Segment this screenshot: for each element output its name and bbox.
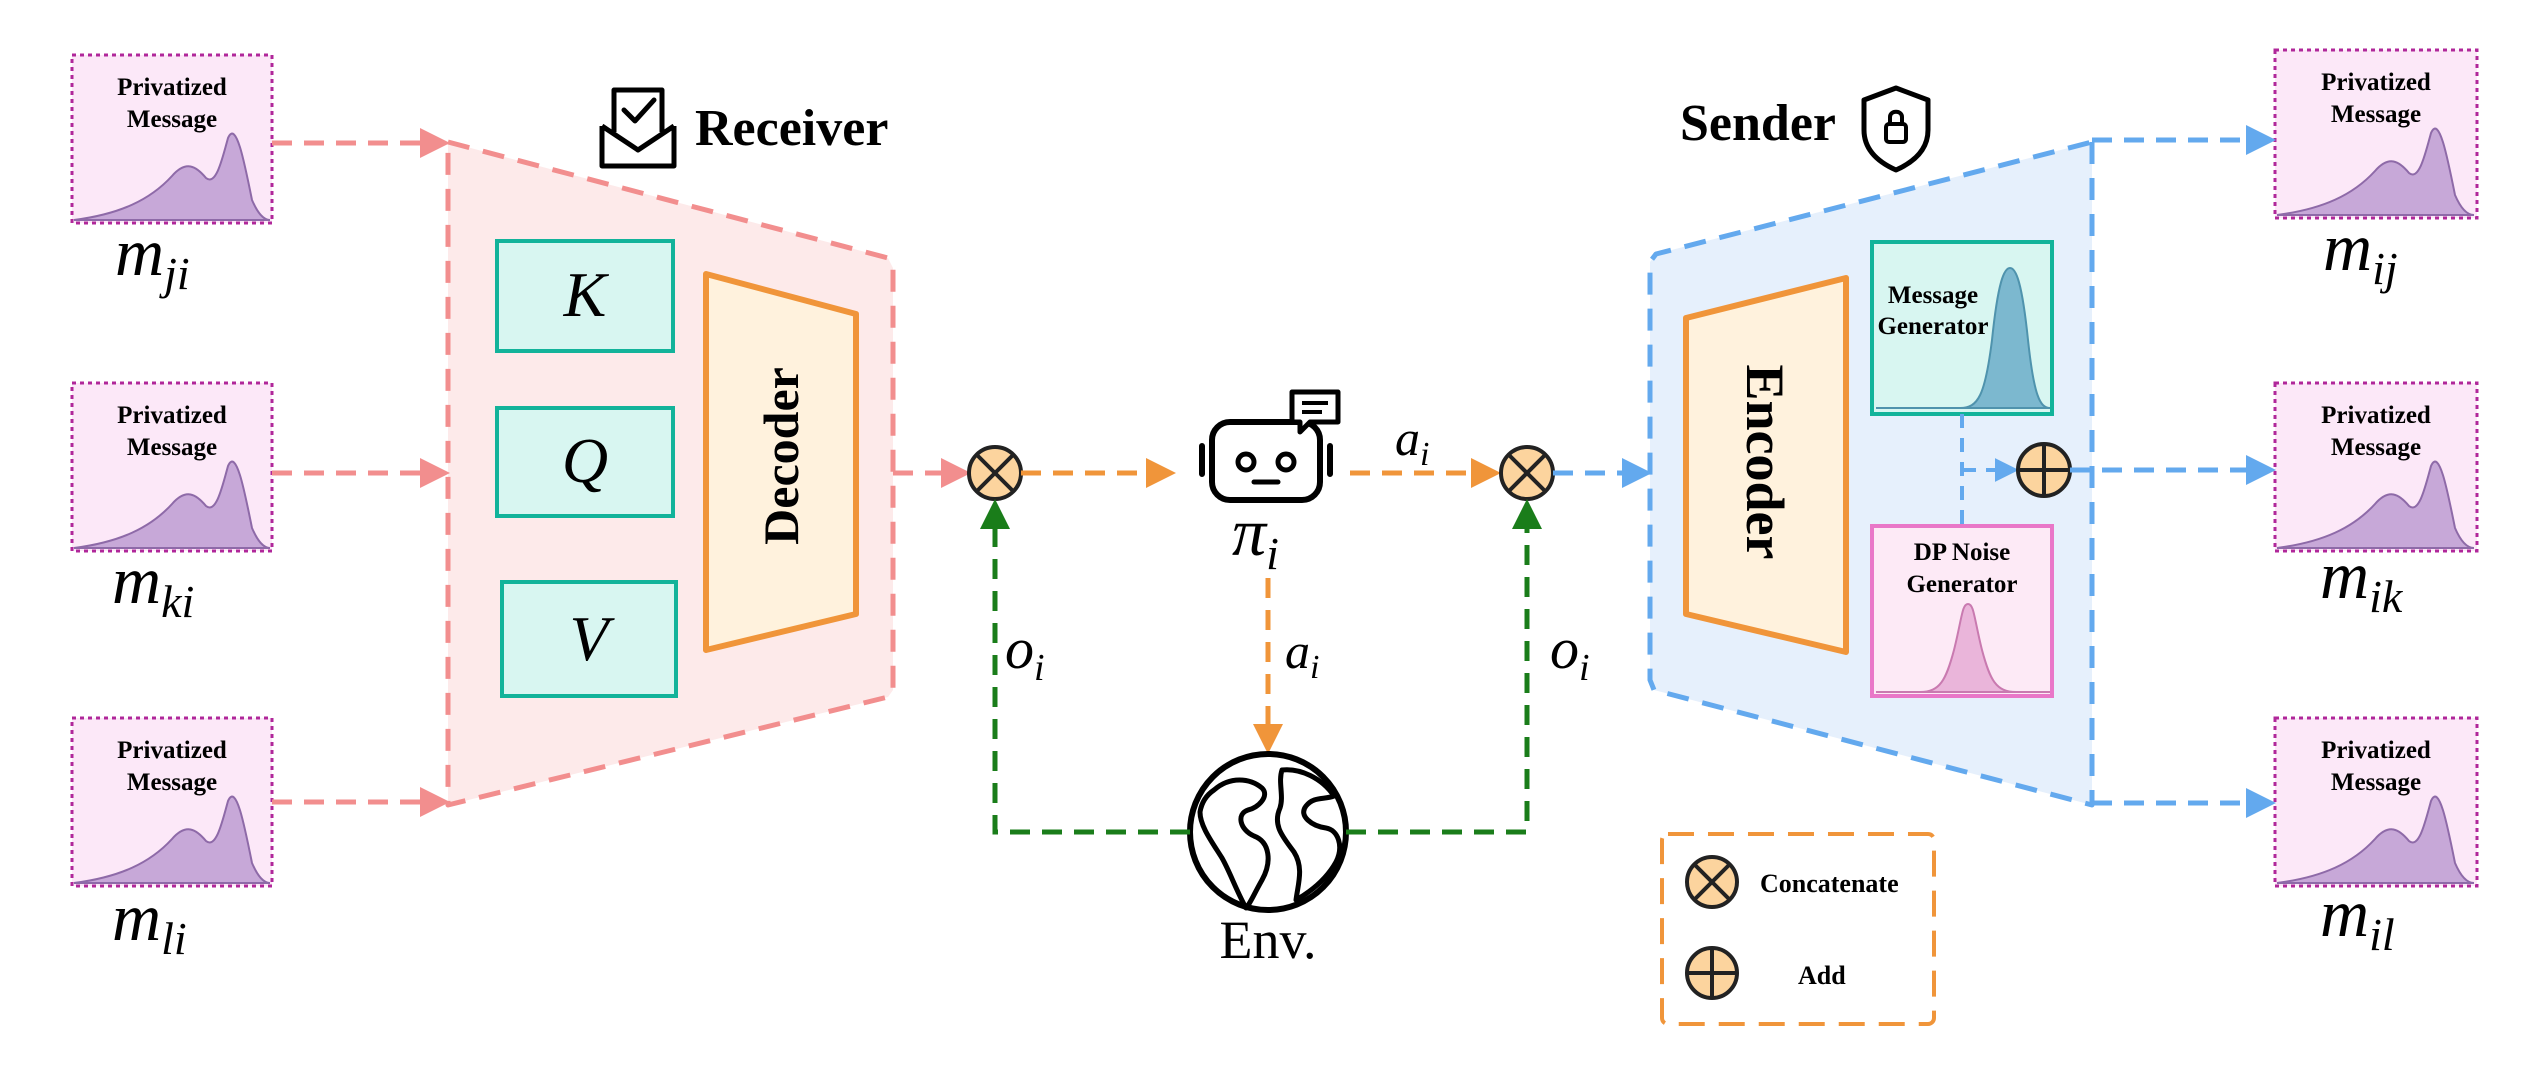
observation-arrow-left bbox=[980, 499, 1190, 835]
concatenate-operator-left bbox=[967, 445, 1023, 501]
svg-text:K: K bbox=[563, 259, 610, 330]
svg-text:Privatized: Privatized bbox=[2321, 402, 2431, 429]
svg-text:Message: Message bbox=[1888, 282, 1978, 309]
svg-text:Privatized: Privatized bbox=[2321, 69, 2431, 96]
message-generator-box: Message Generator bbox=[1870, 240, 2054, 416]
outgoing-label-1: mij bbox=[2323, 209, 2398, 294]
sender-module: Encoder Message Generator DP Noise Gener… bbox=[1647, 139, 2095, 808]
svg-text:Privatized: Privatized bbox=[117, 74, 227, 101]
outgoing-message-2: Privatized Message bbox=[2273, 381, 2479, 553]
concatenate-operator-right bbox=[1499, 445, 1555, 501]
svg-text:Generator: Generator bbox=[1877, 313, 1988, 340]
incoming-message-2: Privatized Message bbox=[70, 381, 274, 553]
incoming-label-3: mli bbox=[112, 879, 187, 964]
svg-text:Decoder: Decoder bbox=[753, 367, 809, 545]
shield-lock-icon bbox=[1861, 85, 1931, 173]
add-operator bbox=[2016, 442, 2072, 498]
incoming-message-3: Privatized Message bbox=[70, 716, 274, 888]
incoming-label-1: mji bbox=[115, 214, 190, 299]
envelope-check-icon bbox=[599, 87, 677, 169]
encoder-block: Encoder bbox=[1683, 275, 1849, 655]
observation-label-right: oi bbox=[1550, 616, 1590, 689]
policy-label: πi bbox=[1232, 494, 1279, 579]
svg-text:Privatized: Privatized bbox=[117, 402, 227, 429]
observation-label-left: oi bbox=[1005, 616, 1045, 689]
legend-concatenate-symbol bbox=[1685, 855, 1739, 909]
globe-icon bbox=[1187, 751, 1349, 913]
svg-text:Encoder: Encoder bbox=[1735, 365, 1795, 560]
svg-text:Privatized: Privatized bbox=[2321, 737, 2431, 764]
incoming-label-2: mki bbox=[112, 542, 194, 627]
decoder-block: Decoder bbox=[703, 271, 859, 653]
query-box: Q bbox=[495, 406, 675, 518]
svg-text:Message: Message bbox=[127, 434, 217, 461]
svg-text:Q: Q bbox=[562, 425, 608, 496]
action-label-top: ai bbox=[1395, 410, 1429, 473]
outgoing-label-3: mil bbox=[2320, 875, 2395, 960]
legend: Concatenate Add bbox=[1660, 832, 1936, 1026]
legend-add-symbol bbox=[1685, 946, 1739, 1000]
legend-add-label: Add bbox=[1798, 961, 1846, 990]
svg-text:Message: Message bbox=[2331, 101, 2421, 128]
observation-arrow-right bbox=[1346, 499, 1542, 835]
outgoing-message-3: Privatized Message bbox=[2273, 716, 2479, 888]
svg-text:Privatized: Privatized bbox=[117, 737, 227, 764]
svg-text:Message: Message bbox=[127, 769, 217, 796]
outgoing-label-2: mik bbox=[2320, 537, 2404, 622]
value-box: V bbox=[500, 580, 678, 698]
incoming-message-1: Privatized Message bbox=[70, 53, 274, 225]
env-label: Env. bbox=[1220, 910, 1317, 970]
outgoing-message-1: Privatized Message bbox=[2273, 48, 2479, 220]
sender-title: Sender bbox=[1680, 95, 1836, 152]
action-label-env: ai bbox=[1285, 623, 1319, 686]
svg-text:DP Noise: DP Noise bbox=[1914, 539, 2011, 566]
dp-noise-generator-box: DP Noise Generator bbox=[1870, 524, 2054, 698]
svg-text:Message: Message bbox=[2331, 434, 2421, 461]
svg-text:Message: Message bbox=[127, 106, 217, 133]
svg-text:Message: Message bbox=[2331, 769, 2421, 796]
svg-text:Generator: Generator bbox=[1906, 571, 2017, 598]
legend-concatenate-label: Concatenate bbox=[1760, 869, 1899, 898]
receiver-title: Receiver bbox=[695, 100, 888, 157]
svg-text:V: V bbox=[569, 603, 615, 674]
key-box: K bbox=[495, 239, 675, 353]
receiver-module: K Q V Decoder bbox=[445, 139, 896, 808]
robot-chat-icon bbox=[1199, 389, 1341, 503]
